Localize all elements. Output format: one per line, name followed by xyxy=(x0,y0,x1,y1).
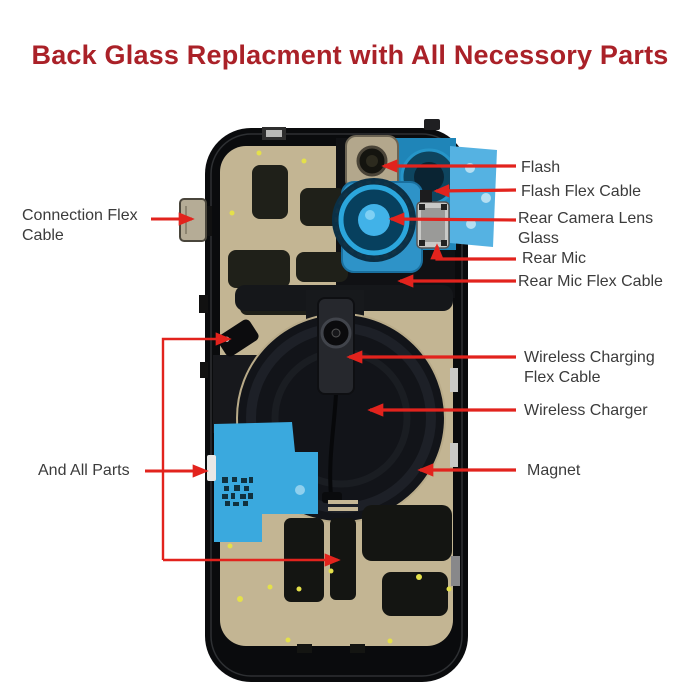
arrow-rear-camera-lens-glass xyxy=(388,212,517,226)
page-title: Back Glass Replacment with All Necessory… xyxy=(31,40,669,70)
qr-code xyxy=(222,477,253,506)
label-rear-camera-lens-glass: Rear Camera Lens Glass xyxy=(518,210,654,247)
phone-back-assembly xyxy=(179,119,497,682)
arrow-rear-mic xyxy=(430,243,516,261)
label-flash-flex-cable: Flash Flex Cable xyxy=(521,183,642,200)
label-flash: Flash xyxy=(521,159,561,176)
rear-camera-lens xyxy=(332,178,423,273)
arrow-flash-flex-cable xyxy=(433,184,517,198)
wireless-charging-flex xyxy=(317,297,355,395)
adhesive-specks xyxy=(227,150,452,644)
flash-module xyxy=(345,135,399,191)
label-wireless-charger: Wireless Charger xyxy=(524,402,648,419)
label-wireless-charging-flex-cable: Wireless Charging Flex Cable xyxy=(524,349,655,386)
blue-adhesive-patch xyxy=(214,422,318,542)
label-and-all-parts: And All Parts xyxy=(38,462,130,479)
rear-mic-connector xyxy=(416,190,450,249)
blue-flex-sheet xyxy=(450,146,497,247)
callout-arrows xyxy=(145,159,517,567)
label-magnet: Magnet xyxy=(527,462,581,479)
arrow-and-all-parts-top xyxy=(161,332,232,560)
label-rear-mic: Rear Mic xyxy=(522,250,587,267)
label-connection-flex-cable: Connection Flex Cable xyxy=(22,207,138,244)
label-rear-mic-flex-cable: Rear Mic Flex Cable xyxy=(518,273,663,290)
edge-hardware xyxy=(199,119,460,586)
bottom-slots xyxy=(284,505,452,653)
